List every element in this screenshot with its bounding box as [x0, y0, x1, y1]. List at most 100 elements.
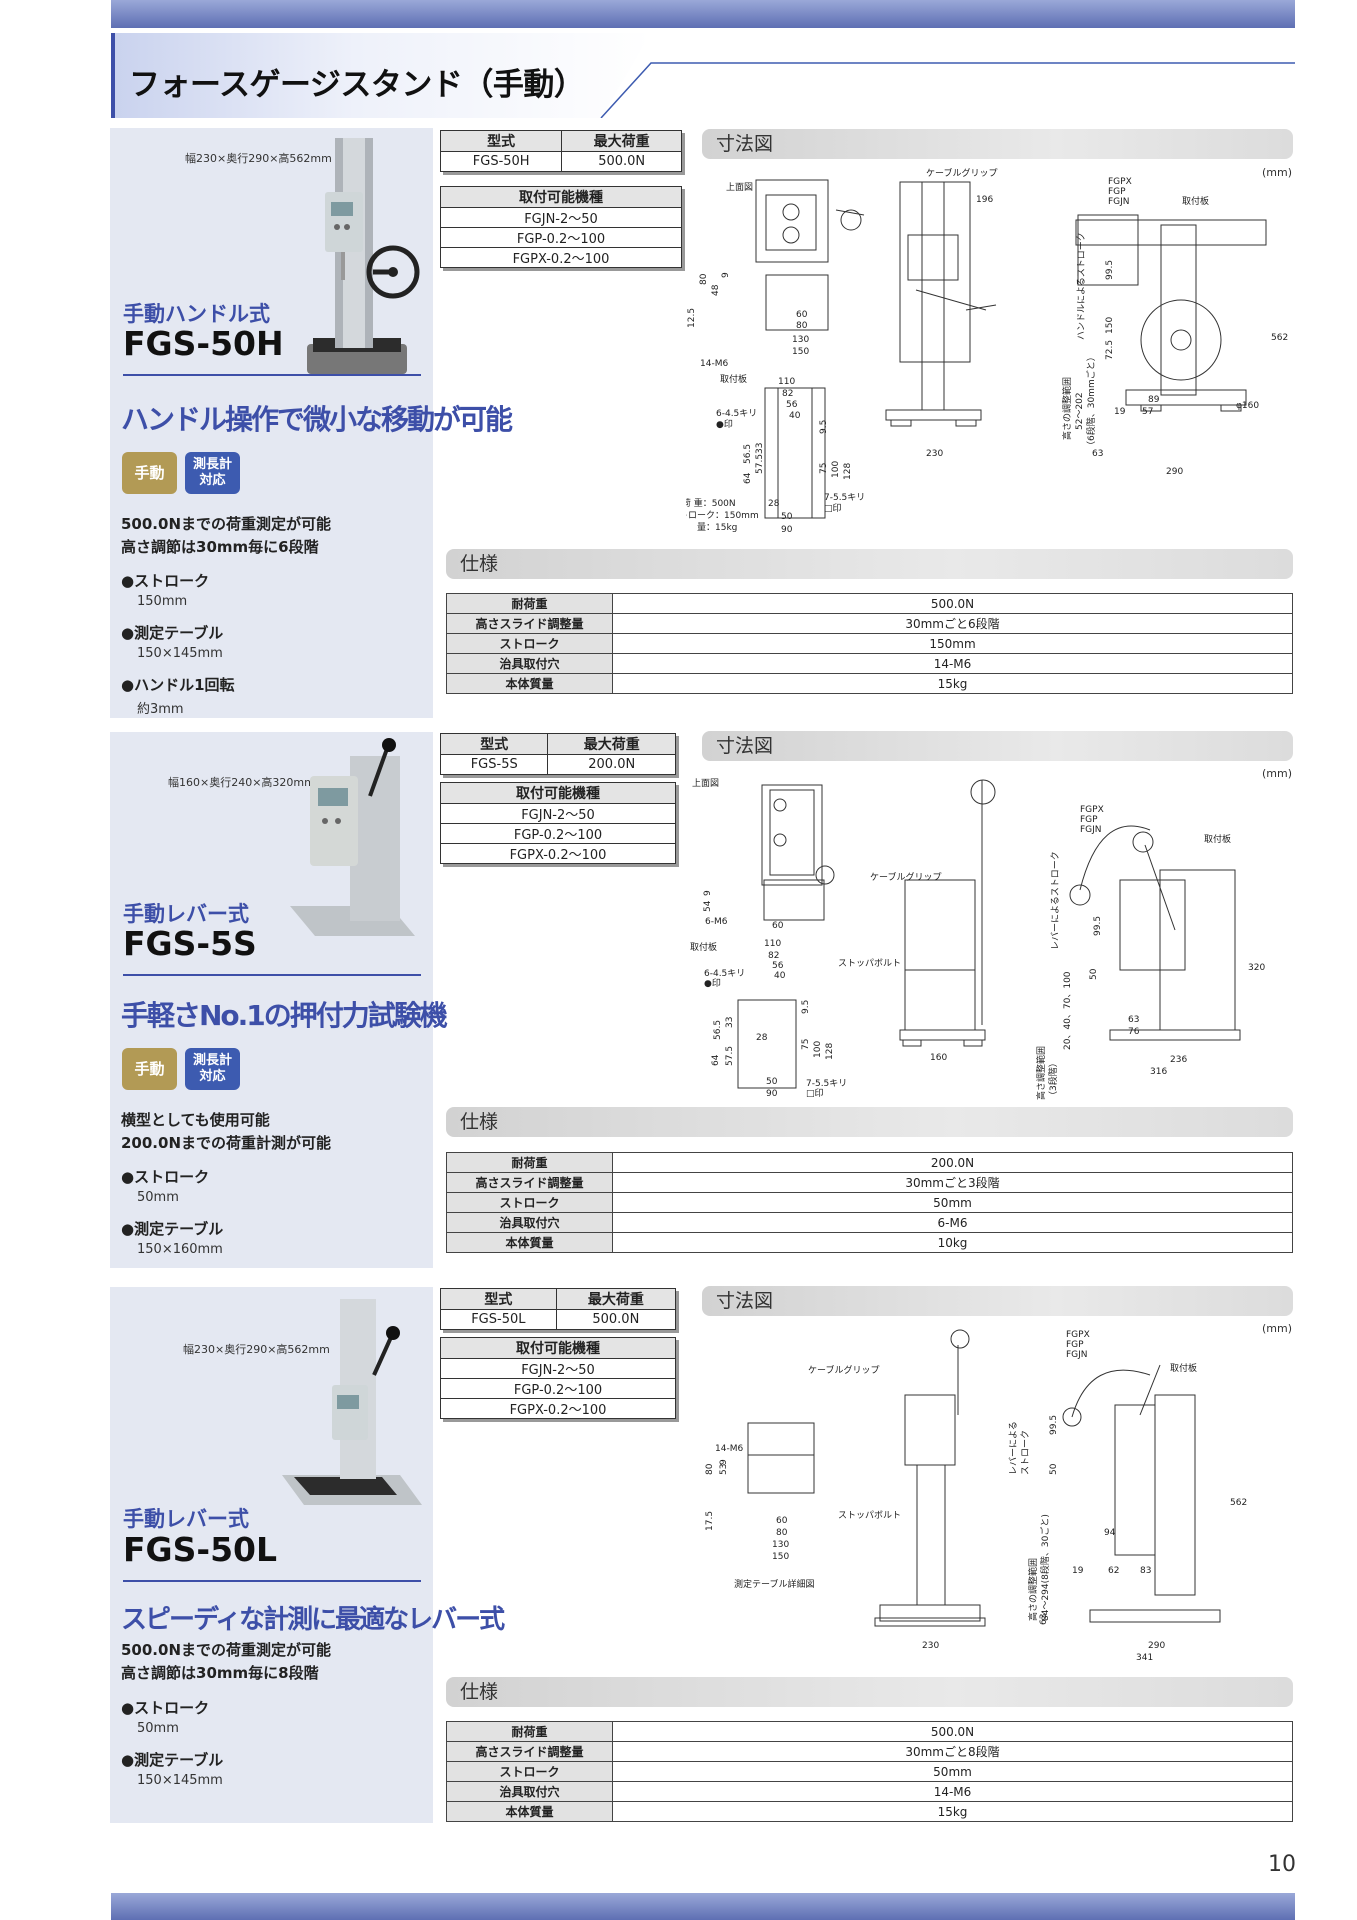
- product-kind: 手動ハンドル式: [123, 302, 270, 326]
- feature-value: 150×145mm: [137, 1773, 223, 1788]
- dim-130: 130: [772, 1540, 789, 1550]
- cable-grip-label: ケーブルグリップ: [808, 1364, 879, 1376]
- hole-label: 6-4.5キリ: [716, 409, 757, 419]
- dim-94: 94: [1104, 1528, 1116, 1538]
- dim-128: 128: [825, 1043, 835, 1060]
- feature-value: 150×160mm: [137, 1242, 223, 1257]
- feature-label: ●ストローク: [121, 1699, 210, 1717]
- dim-230: 230: [926, 449, 943, 459]
- spec-header: 仕様: [446, 1107, 1293, 1137]
- mount-plate-label: 取付板: [1170, 1362, 1197, 1374]
- dim-28: 28: [768, 499, 780, 509]
- desc-line: 横型としても使用可能: [121, 1111, 270, 1129]
- top-band: [111, 0, 1295, 28]
- dim-56v: 56.5: [743, 444, 753, 464]
- dimension-header: 寸法図: [702, 731, 1293, 761]
- type-value: FGS-5S: [439, 754, 549, 775]
- stand-photo: [282, 1299, 422, 1505]
- note-load: 耐 荷 重：500N: [686, 497, 736, 509]
- mount-plate-label: 取付板: [720, 373, 747, 385]
- load-header: 最大荷重: [547, 733, 676, 755]
- dim-33: 33: [755, 443, 765, 454]
- dim-33: 33: [725, 1017, 735, 1028]
- compat-header: 取付可能機種: [440, 782, 676, 804]
- spec-value: 14-M6: [612, 653, 1293, 674]
- load-value: 200.0N: [547, 754, 676, 775]
- mark2-label: □印: [806, 1087, 824, 1099]
- dim-76: 76: [1128, 1027, 1140, 1037]
- page-title: フォースゲージスタンド（手動）: [129, 67, 585, 103]
- product-tagline: 手軽さNo.1の押付力試験機: [121, 999, 448, 1032]
- feature-label: ●ストローク: [121, 572, 210, 590]
- feature-value: 50mm: [137, 1721, 179, 1736]
- spec-value: 10kg: [612, 1232, 1293, 1253]
- page-number: 10: [1268, 1852, 1296, 1877]
- dim-341: 341: [1136, 1653, 1153, 1660]
- dim-80: 80: [776, 1528, 788, 1538]
- mark2-label: □印: [824, 502, 842, 514]
- load-value: 500.0N: [561, 151, 682, 172]
- dim-75: 75: [819, 463, 829, 474]
- hole-label: 6-4.5キリ: [704, 969, 745, 979]
- fgjn-label: FGJN: [1108, 197, 1130, 207]
- dim-57: 57: [1142, 407, 1153, 417]
- product-tagline: スピーディな計測に最適なレバー式: [121, 1605, 505, 1635]
- dim-99: 99.5: [1049, 1415, 1059, 1435]
- vertical-label: レバーによる: [1008, 1421, 1019, 1475]
- product-kind: 手動レバー式: [123, 902, 249, 926]
- dim-50: 50: [1049, 1463, 1059, 1475]
- stand-photo: [290, 738, 415, 936]
- compat-table: 取付可能機種 FGJN-2～50 FGP-0.2～100 FGPX-0.2～10…: [440, 1337, 676, 1419]
- desc-line: 500.0Nまでの荷重測定が可能: [121, 515, 332, 533]
- spec-value: 30mmごと8段階: [612, 1741, 1293, 1762]
- spec-value: 30mmごと6段階: [612, 613, 1293, 634]
- fgpx-label: FGPX: [1108, 177, 1132, 187]
- vertical-label: （6段階、30mmごと）: [1085, 352, 1097, 450]
- desc-line: 高さ調節は30mm毎に8段階: [121, 1664, 319, 1682]
- spec-value: 200.0N: [612, 1152, 1293, 1173]
- feature-label: ●測定テーブル: [121, 1751, 224, 1769]
- fgp-label: FGP: [1066, 1340, 1084, 1350]
- dim-m6: 14-M6: [700, 359, 728, 369]
- fgpx-label: FGPX: [1080, 805, 1104, 815]
- compat-item: FGPX-0.2～100: [440, 1398, 676, 1419]
- dimension-drawing: 上面図 ケーブルグリップ ストッパボルト 取付板 FGPX FGP FGJN 取…: [690, 778, 1265, 1100]
- load-header: 最大荷重: [555, 1288, 677, 1310]
- mark-label: ●印: [716, 418, 733, 430]
- dim-160: 160: [930, 1053, 947, 1063]
- dim-17: 17.5: [705, 1511, 715, 1531]
- spec-label: 本体質量: [446, 1232, 613, 1253]
- feature-label: ●測定テーブル: [121, 624, 224, 642]
- desc-line: 200.0Nまでの荷重計測が可能: [121, 1134, 332, 1152]
- dim-99: 99.5: [1093, 916, 1103, 936]
- dim-60: 60: [772, 921, 784, 931]
- vertical-label: 84～294(8段階、30ごと): [1039, 1514, 1051, 1621]
- feature-value: 50mm: [137, 1190, 179, 1205]
- bottom-band: [111, 1893, 1295, 1920]
- title-banner: フォースゲージスタンド（手動）: [111, 33, 1295, 118]
- spec-label: ストローク: [446, 633, 613, 654]
- dim-150: 150: [772, 1552, 789, 1562]
- spec-label: 治具取付穴: [446, 1212, 613, 1233]
- dim-63: 63: [1092, 449, 1103, 459]
- spec-value: 30mmごと3段階: [612, 1172, 1293, 1193]
- dim-562: 562: [1230, 1498, 1247, 1508]
- top-view-label: 上面図: [726, 182, 753, 193]
- spec-label: 耐荷重: [446, 1721, 613, 1742]
- dimension-drawing: ケーブルグリップ ストッパボルト 測定テーブル詳細図 FGPX FGP FGJN…: [705, 1329, 1247, 1660]
- dim-56: 56: [786, 400, 798, 410]
- spec-label: 治具取付穴: [446, 1781, 613, 1802]
- mount-plate-label: 取付板: [1182, 195, 1209, 207]
- mount-plate-label: 取付板: [1204, 833, 1231, 845]
- dim-100: 100: [813, 1041, 823, 1058]
- dim-28: 28: [756, 1033, 768, 1043]
- spec-label: 本体質量: [446, 1801, 613, 1822]
- dim-562: 562: [1271, 333, 1288, 343]
- compat-table: 取付可能機種 FGJN-2～50 FGP-0.2～100 FGPX-0.2～10…: [440, 186, 682, 268]
- gauge-badge: 測長計 対応: [185, 1048, 240, 1090]
- product-tagline: ハンドル操作で微小な移動が可能: [121, 403, 513, 436]
- hole2-label: 7-5.5キリ: [806, 1079, 847, 1089]
- dim-63: 63: [1039, 1614, 1049, 1625]
